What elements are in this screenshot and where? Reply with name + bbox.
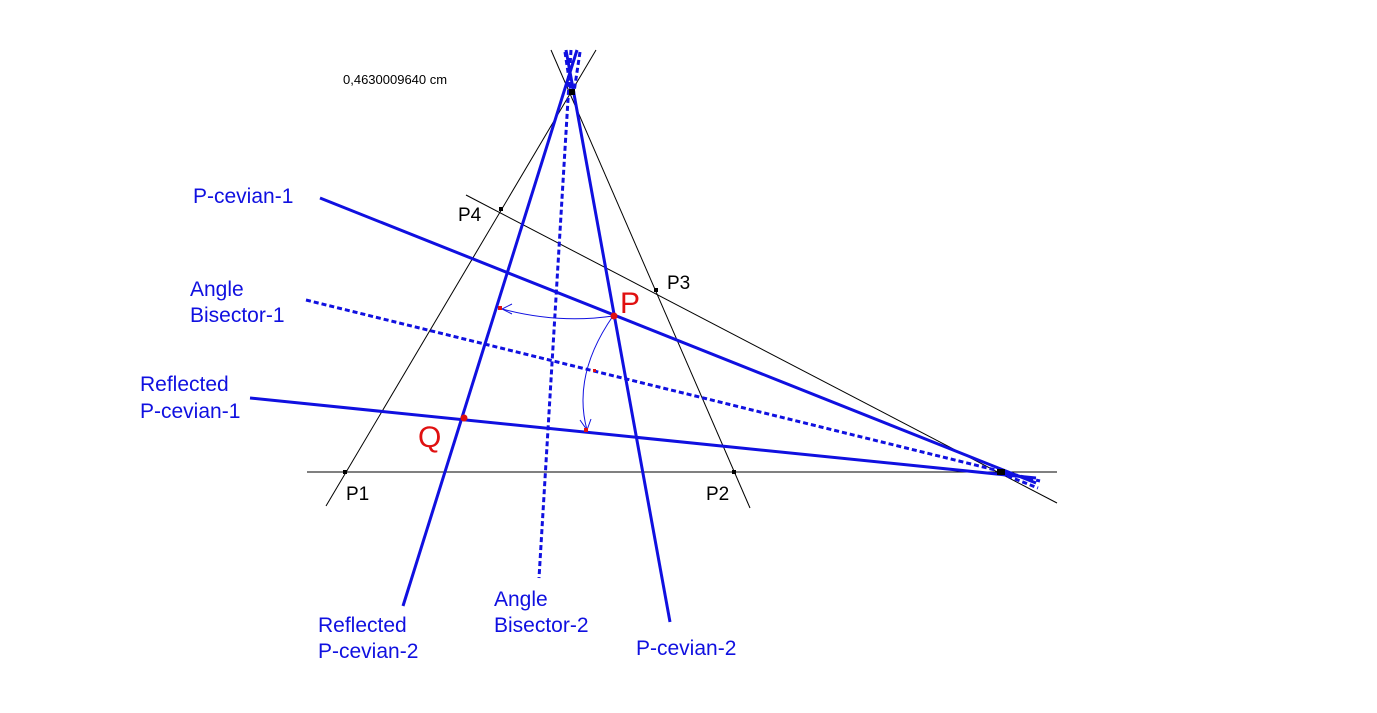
label-angle-bisector-1-line2: Bisector-1 [190,304,285,327]
angle-bisector-1-line [305,298,1041,483]
line-apex-p1 [325,49,597,507]
bisector-mark-1 [593,369,596,372]
label-reflected-p-cevian-1-line2: P-cevian-1 [140,400,240,423]
point-q-marker [460,414,468,422]
line-apex-p2 [550,49,751,509]
p-cevian-1-line [319,196,1037,485]
reflection-arcs [500,303,614,432]
arc-p-to-cevian1-reflection [582,315,614,431]
point-p1-marker [343,470,347,474]
apex-dash-a [563,51,573,93]
apex-dash-b [572,51,582,93]
cevian-lines [249,49,1037,623]
label-angle-bisector-1-line1: Angle [190,278,244,301]
label-p3: P3 [667,273,690,294]
label-reflected-p-cevian-1-line1: Reflected [140,373,229,396]
point-p-marker [610,312,618,320]
right-vertex-dash [999,471,1039,490]
right-vertex [997,469,1005,475]
apex-vertex [569,89,575,95]
label-p4: P4 [458,205,482,226]
label-point-p: P [620,287,640,320]
reflection-mark-1 [498,306,502,310]
angle-bisector-2-line [537,49,573,579]
reflection-mark-2 [584,428,588,432]
label-reflected-p-cevian-2-line1: Reflected [318,614,407,637]
red-points [460,306,618,432]
angle-bisectors [305,49,1041,579]
point-p4-marker [499,207,503,211]
reflected-p-cevian-2-line [401,49,579,607]
reflected-p-cevian-1-line [249,396,1037,480]
label-p1: P1 [346,484,369,505]
vertices [343,89,1005,475]
point-p3-marker [654,288,658,292]
arc-p-to-cevian2-reflection [501,308,614,320]
point-p2-marker [732,470,736,474]
label-reflected-p-cevian-2-line2: P-cevian-2 [318,640,418,663]
measurement-label: 0,4630009640 cm [343,72,447,87]
label-angle-bisector-2-line1: Angle [494,588,548,611]
label-p-cevian-1: P-cevian-1 [193,185,293,208]
label-p2: P2 [706,484,729,505]
label-angle-bisector-2-line2: Bisector-2 [494,614,589,637]
p-cevian-2-line [564,49,672,623]
label-p-cevian-2: P-cevian-2 [636,637,736,660]
label-point-q: Q [418,421,441,454]
